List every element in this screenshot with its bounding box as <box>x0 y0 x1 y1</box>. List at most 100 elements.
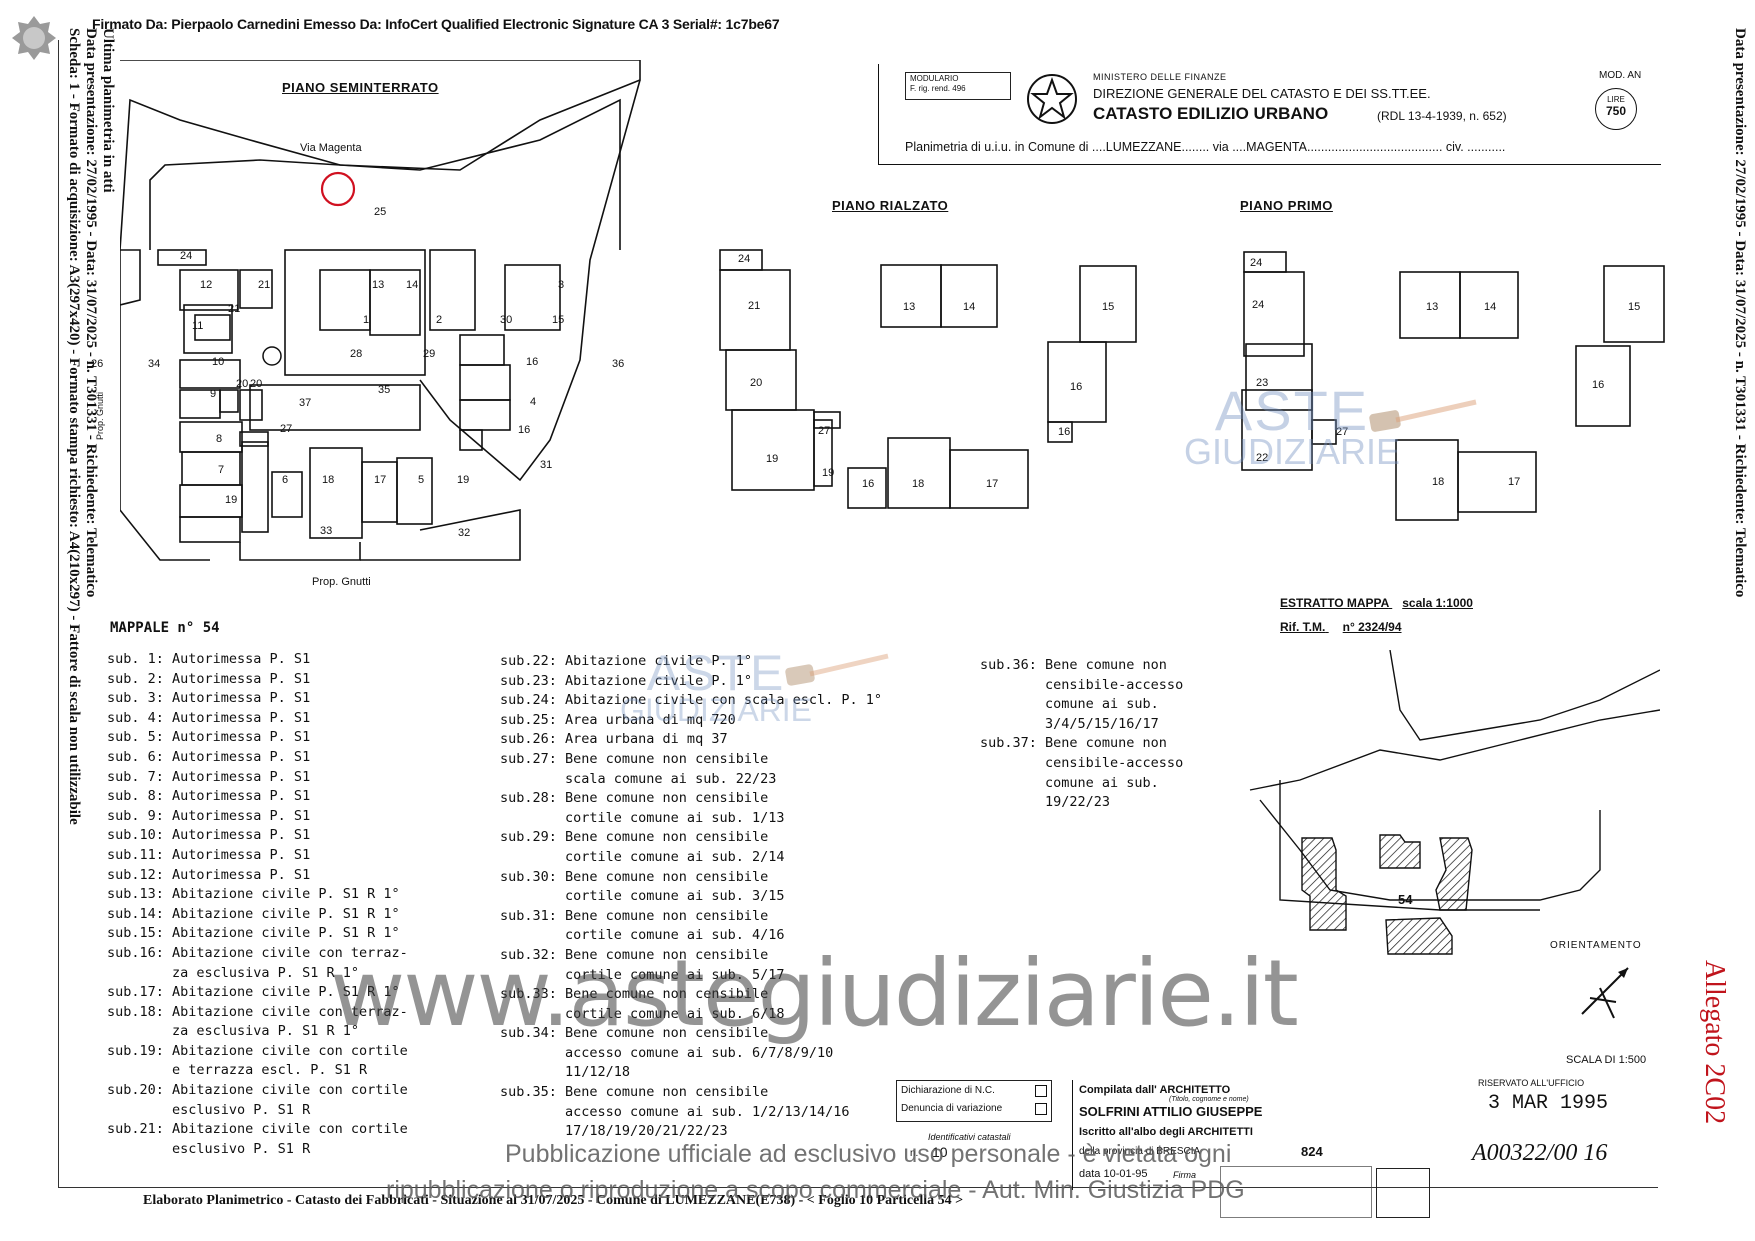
unit-label: 19 <box>457 474 470 486</box>
data-compilazione: data 10-01-95 <box>1079 1168 1148 1180</box>
legend-line: cortile comune ai sub. 3/15 <box>500 888 785 905</box>
lire-badge: LIRE 750 <box>1595 88 1637 130</box>
unit-label: 32 <box>458 527 471 539</box>
allegato-label: Allegato 2C02 <box>1699 960 1730 1125</box>
plan-seminterrato <box>120 60 641 561</box>
unit-label: 33 <box>320 525 333 537</box>
unit-label: 17 <box>374 474 387 486</box>
right-margin-line: Data presentazione: 27/02/1995 - Data: 3… <box>1732 28 1748 598</box>
unit-label: 27 <box>280 423 293 435</box>
legend-line: sub. 6: Autorimessa P. S1 <box>107 748 311 765</box>
legend-line: scala comune ai sub. 22/23 <box>500 770 777 787</box>
legend-line: sub. 7: Autorimessa P. S1 <box>107 768 311 785</box>
legend-line: sub.24: Abitazione civile con scala escl… <box>500 692 883 709</box>
title-seminterrato: PIANO SEMINTERRATO <box>282 80 439 95</box>
unit-label: 19 <box>225 494 238 506</box>
plan-rialzato <box>719 249 1029 509</box>
firma-label: Firma <box>1173 1170 1196 1180</box>
legend-line: comune ai sub. <box>980 774 1159 791</box>
rif-number: n° 2324/94 <box>1342 620 1402 634</box>
legend-line: censibile-accesso <box>980 676 1184 693</box>
watermark-pub-line-2: ripubblicazione o riproduzione a scopo c… <box>386 1176 1245 1204</box>
unit-label: 22 <box>1256 452 1269 464</box>
legend-line: accesso comune ai sub. 6/7/8/9/10 <box>500 1044 834 1061</box>
legend-line: sub. 2: Autorimessa P. S1 <box>107 670 311 687</box>
legend-line: sub.30: Bene comune non censibile <box>500 868 769 885</box>
legend-line: sub. 5: Autorimessa P. S1 <box>107 729 311 746</box>
legend-line: sub.13: Abitazione civile P. S1 R 1° <box>107 886 400 903</box>
signature-header: Firmato Da: Pierpaolo Carnedini Emesso D… <box>92 16 780 32</box>
unit-label: 21 <box>228 303 241 315</box>
legend-line: sub.14: Abitazione civile P. S1 R 1° <box>107 905 400 922</box>
unit-label: 27 <box>1336 426 1349 438</box>
legend-line: sub.11: Autorimessa P. S1 <box>107 846 311 863</box>
footer-form-left: Dichiarazione di N.C. Denuncia di variaz… <box>896 1080 1052 1122</box>
unit-label: 18 <box>1432 476 1445 488</box>
left-margin-line-1: Ultima planimetria in atti <box>100 28 116 193</box>
unit-label: 15 <box>1628 301 1641 313</box>
unit-label: 10 <box>212 356 225 368</box>
catasto-label: CATASTO EDILIZIO URBANO <box>1093 104 1329 123</box>
unit-label: 27 <box>818 425 831 437</box>
legend-line: sub.26: Area urbana di mq 37 <box>500 731 728 748</box>
denuncia-label: Denuncia di variazione <box>901 1103 1003 1114</box>
legend-line: 17/18/19/20/21/22/23 <box>500 1123 728 1140</box>
unit-label: 1 <box>363 314 370 326</box>
legend-line: 3/4/5/15/16/17 <box>980 715 1159 732</box>
watermark-site: www.astegiudiziarie.it <box>330 940 1299 1047</box>
direzione-label: DIREZIONE GENERALE DEL CATASTO E DEI SS.… <box>1093 86 1431 101</box>
left-margin-line-2: Data presentazione: 27/02/1995 - Data: 3… <box>83 28 99 598</box>
legend-line: sub.27: Bene comune non censibile <box>500 750 769 767</box>
site-boundary <box>120 60 641 251</box>
legend-line: sub. 1: Autorimessa P. S1 <box>107 651 311 667</box>
legend-line: cortile comune ai sub. 5/17 <box>500 966 785 983</box>
unit-label: 2 <box>436 314 443 326</box>
legend-line: sub.31: Bene comune non censibile <box>500 907 769 924</box>
unit-label: 20 <box>750 377 763 389</box>
legend-line: cortile comune ai sub. 6/18 <box>500 1005 785 1022</box>
legend-line: sub.35: Bene comune non censibile <box>500 1084 769 1101</box>
architect-name: SOLFRINI ATTILIO GIUSEPPE <box>1079 1104 1263 1119</box>
frame-left-line <box>58 40 59 1188</box>
gavel-icon-2 <box>780 650 890 710</box>
riservato-label: RISERVATO ALL'UFFICIO <box>1478 1078 1585 1088</box>
foglio-label: n. <box>910 1148 919 1159</box>
unit-label: 17 <box>986 478 999 490</box>
unit-label: 15 <box>1102 301 1115 313</box>
legend-line: sub.20: Abitazione civile con cortile <box>107 1082 408 1099</box>
legend-line: comune ai sub. <box>980 696 1159 713</box>
architect-stamp <box>1220 1166 1372 1218</box>
unit-label: 16 <box>862 478 875 490</box>
ufficio-date-stamp: 3 MAR 1995 <box>1488 1092 1609 1115</box>
unit-label: 16 <box>518 424 531 436</box>
unit-label: 37 <box>299 397 312 409</box>
legend-line: sub.37: Bene comune non <box>980 735 1167 752</box>
unit-label: 20 <box>236 378 249 390</box>
legend-line: 11/12/18 <box>500 1064 631 1081</box>
lire-value: 750 <box>1605 104 1627 118</box>
compass-icon <box>1570 958 1640 1028</box>
title-primo: PIANO PRIMO <box>1240 198 1333 213</box>
unit-label: 34 <box>148 358 161 370</box>
unit-label: 30 <box>500 314 513 326</box>
dichiarazione-checkbox[interactable] <box>1035 1085 1047 1097</box>
estratto-title: ESTRATTO MAPPA scala 1:1000 <box>1280 596 1473 610</box>
modulario-box: MODULARIO F. rig. rend. 496 <box>905 72 1011 100</box>
legend-line: sub. 4: Autorimessa P. S1 <box>107 709 311 726</box>
unit-label: 4 <box>530 396 537 408</box>
unit-label: 36 <box>612 358 625 370</box>
denuncia-checkbox[interactable] <box>1035 1103 1047 1115</box>
unit-label: 19 <box>822 467 835 479</box>
planimetria-line: Planimetria di u.i.u. in Comune di ....L… <box>905 140 1506 154</box>
compilata-label: Compilata dall' ARCHITETTO <box>1079 1084 1231 1096</box>
legend-line: sub.33: Bene comune non censibile <box>500 986 769 1003</box>
iscritto-label: Iscritto all'albo degli ARCHITETTI <box>1079 1126 1253 1138</box>
unit-label: 14 <box>963 301 976 313</box>
legend-line: cortile comune ai sub. 1/13 <box>500 809 785 826</box>
estratto-rif: Rif. T.M. n° 2324/94 <box>1280 620 1402 634</box>
legend-line: esclusivo P. S1 R <box>107 1140 311 1157</box>
legend-line: za esclusiva P. S1 R 1° <box>107 964 359 981</box>
aste-label-2: ASTE <box>646 645 786 701</box>
legend-line: sub.10: Autorimessa P. S1 <box>107 827 311 844</box>
rdl-label: (RDL 13-4-1939, n. 652) <box>1377 109 1507 123</box>
